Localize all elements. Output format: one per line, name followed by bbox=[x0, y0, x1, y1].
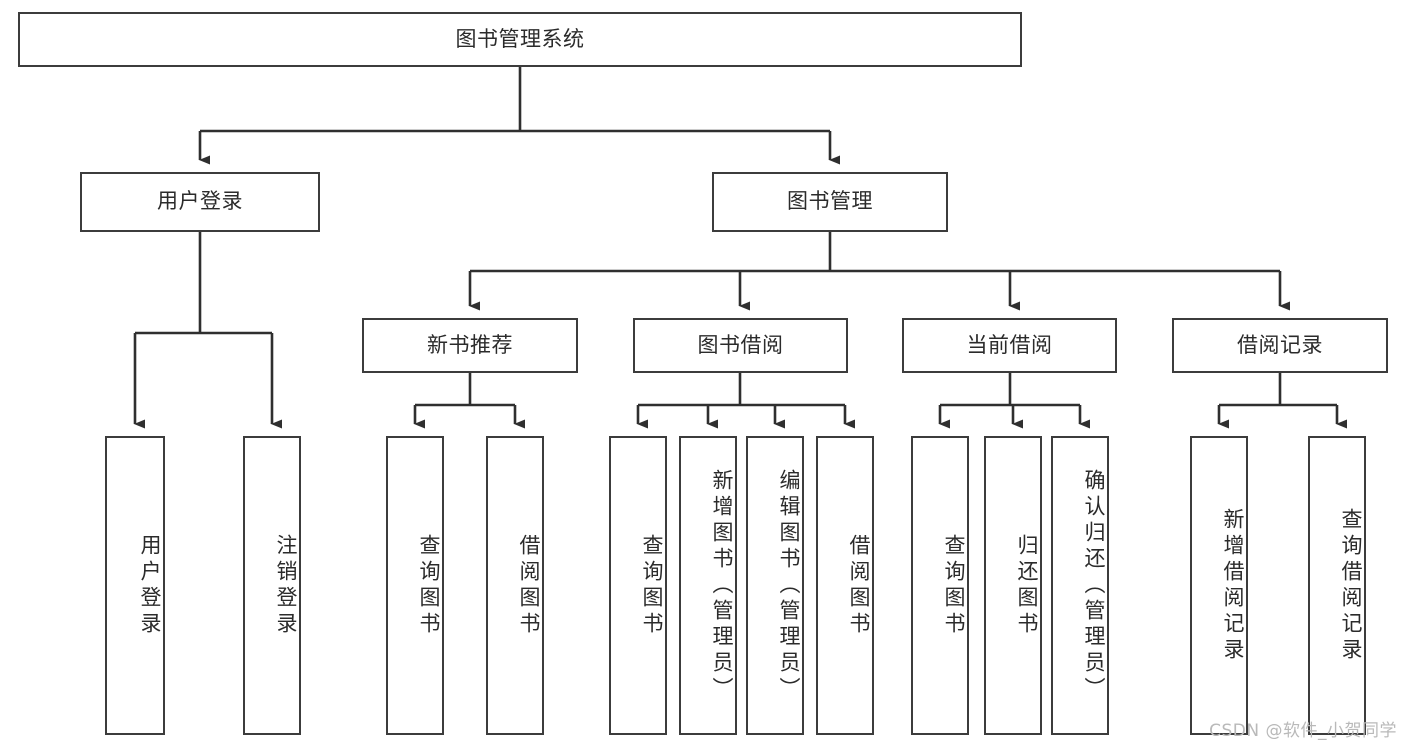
node-leaf-label: 编辑图书（管理员） bbox=[777, 468, 801, 703]
node-leaf-label: 确认归还（管理员） bbox=[1082, 468, 1106, 703]
node-level3-label: 借阅记录 bbox=[1237, 332, 1323, 357]
node-root-system[interactable]: 图书管理系统 bbox=[18, 12, 1022, 67]
edges-root-to-level2 bbox=[198, 67, 840, 165]
node-leaf-4-借阅图书[interactable]: 借阅图书 bbox=[486, 436, 544, 735]
node-leaf-9-查询图书[interactable]: 查询图书 bbox=[911, 436, 969, 735]
node-leaf-10-归还图书[interactable]: 归还图书 bbox=[984, 436, 1042, 735]
edges-current-to-leaves bbox=[938, 373, 1090, 429]
edges-bookmgmt-to-level3 bbox=[468, 232, 1290, 311]
node-leaf-13-查询借阅记录[interactable]: 查询借阅记录 bbox=[1308, 436, 1366, 735]
node-leaf-7-编辑图书管理员[interactable]: 编辑图书（管理员） bbox=[746, 436, 804, 735]
node-leaf-8-借阅图书[interactable]: 借阅图书 bbox=[816, 436, 874, 735]
node-leaf-label: 用户登录 bbox=[138, 533, 162, 638]
node-level2-label: 用户登录 bbox=[157, 189, 243, 214]
node-level2-1-用户登录[interactable]: 用户登录 bbox=[80, 172, 320, 232]
node-level3-4-借阅记录[interactable]: 借阅记录 bbox=[1172, 318, 1388, 373]
node-leaf-label: 查询借阅记录 bbox=[1339, 507, 1363, 664]
node-leaf-label: 归还图书 bbox=[1015, 533, 1039, 638]
node-leaf-5-查询图书[interactable]: 查询图书 bbox=[609, 436, 667, 735]
node-level2-label: 图书管理 bbox=[787, 189, 873, 214]
node-leaf-label: 新增图书（管理员） bbox=[710, 468, 734, 703]
node-level3-3-当前借阅[interactable]: 当前借阅 bbox=[902, 318, 1117, 373]
edges-userlogin-to-leaves bbox=[133, 232, 282, 429]
node-leaf-3-查询图书[interactable]: 查询图书 bbox=[386, 436, 444, 735]
csdn-watermark: CSDN @软件_小贺同学 bbox=[1209, 721, 1397, 741]
node-level3-label: 图书借阅 bbox=[697, 332, 784, 357]
node-leaf-label: 注销登录 bbox=[274, 533, 298, 638]
edges-borrow-to-leaves bbox=[636, 373, 855, 429]
node-leaf-label: 查询图书 bbox=[417, 533, 441, 638]
node-level2-2-图书管理[interactable]: 图书管理 bbox=[712, 172, 948, 232]
node-root-label: 图书管理系统 bbox=[455, 26, 585, 51]
node-leaf-label: 借阅图书 bbox=[847, 533, 871, 638]
node-leaf-2-注销登录[interactable]: 注销登录 bbox=[243, 436, 301, 735]
node-level3-1-新书推荐[interactable]: 新书推荐 bbox=[362, 318, 578, 373]
node-level3-label: 新书推荐 bbox=[427, 332, 513, 357]
node-leaf-label: 查询图书 bbox=[640, 533, 664, 638]
node-leaf-1-用户登录[interactable]: 用户登录 bbox=[105, 436, 165, 735]
node-leaf-label: 借阅图书 bbox=[517, 533, 541, 638]
node-leaf-label: 查询图书 bbox=[942, 533, 966, 638]
node-level3-2-图书借阅[interactable]: 图书借阅 bbox=[633, 318, 848, 373]
node-leaf-label: 新增借阅记录 bbox=[1221, 507, 1245, 664]
node-level3-label: 当前借阅 bbox=[966, 332, 1053, 357]
node-leaf-6-新增图书管理员[interactable]: 新增图书（管理员） bbox=[679, 436, 737, 735]
node-leaf-12-新增借阅记录[interactable]: 新增借阅记录 bbox=[1190, 436, 1248, 735]
edges-newbook-to-leaves bbox=[413, 373, 525, 429]
edges-records-to-leaves bbox=[1217, 373, 1347, 429]
node-leaf-11-确认归还管理员[interactable]: 确认归还（管理员） bbox=[1051, 436, 1109, 735]
